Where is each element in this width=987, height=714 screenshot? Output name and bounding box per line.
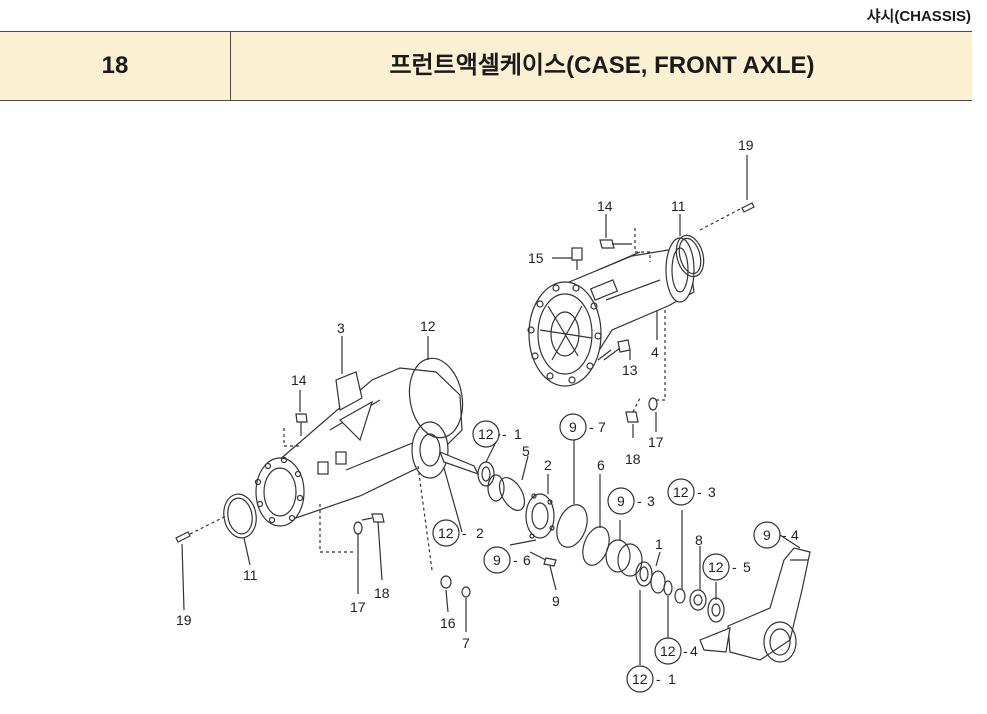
callout-9-7-num: 9 — [569, 419, 577, 435]
label-14-left: 14 — [291, 372, 307, 388]
callout-9-4-num: 9 — [763, 527, 771, 543]
callout-12-2-sub: 2 — [476, 525, 484, 541]
bolt-18-left — [361, 513, 385, 523]
label-6: 6 — [597, 457, 605, 473]
callout-12-5-sub: 5 — [743, 559, 751, 575]
callout-12-1b-num: 12 — [632, 671, 648, 687]
callout-12-1a-num: 12 — [478, 426, 494, 442]
callout-9-6-num: 9 — [493, 552, 501, 568]
label-16: 16 — [440, 615, 456, 631]
gasket-12 — [408, 357, 464, 439]
pinion-shaft — [438, 450, 480, 476]
callout-12-3-num: 12 — [673, 484, 689, 500]
label-3: 3 — [337, 320, 345, 336]
callout-circle-12-5 — [702, 553, 730, 581]
callout-12-1a-dash: - — [502, 426, 507, 442]
label-15: 15 — [528, 250, 544, 266]
exploded-parts-diagram: 19 14 11 15 4 13 18 17 3 12 14 12 - 1 9 … — [175, 137, 811, 693]
label-12: 12 — [420, 318, 436, 334]
pin-19-right — [699, 202, 755, 231]
bearing-12-1-lower — [650, 570, 666, 594]
right-axle-case — [527, 237, 695, 387]
label-19-right: 19 — [738, 137, 754, 153]
left-axle-case — [254, 367, 463, 527]
bolt-18-right — [625, 397, 641, 423]
washer-17-left — [353, 521, 363, 535]
label-11-left: 11 — [243, 567, 258, 583]
label-4: 4 — [651, 344, 659, 360]
callout-12-5-dash: - — [732, 559, 737, 575]
callout-circle-12-1b — [626, 665, 654, 693]
plug-16 — [440, 575, 452, 589]
label-1: 1 — [655, 536, 663, 552]
label-9: 9 — [552, 593, 560, 609]
label-18-right: 18 — [625, 451, 641, 467]
bolt-14-right — [599, 228, 651, 262]
label-11-right: 11 — [671, 198, 686, 214]
callout-circle-9-3 — [607, 487, 635, 515]
page-number: 18 — [0, 32, 231, 100]
callout-circle-9-7 — [559, 413, 587, 441]
bolt-9 — [529, 551, 557, 567]
callout-9-3-num: 9 — [617, 493, 625, 509]
knuckle-9-4 — [699, 547, 811, 663]
label-5: 5 — [522, 443, 530, 459]
header-bar: 18 프런트액셀케이스(CASE, FRONT AXLE) — [0, 31, 972, 101]
pin-19-left — [175, 515, 227, 543]
label-14-right: 14 — [597, 198, 613, 214]
callout-9-7-sub: 7 — [598, 419, 606, 435]
callout-12-2-num: 12 — [438, 525, 454, 541]
o-ring-11-left — [223, 493, 257, 539]
seal-12-3 — [674, 588, 686, 604]
callout-circle-12-3 — [667, 478, 695, 506]
page-title: 프런트액셀케이스(CASE, FRONT AXLE) — [389, 52, 815, 79]
plug-7 — [461, 586, 471, 598]
callout-9-3-sub: 3 — [647, 493, 655, 509]
label-17-right: 17 — [648, 434, 664, 450]
callout-9-6-dash: - — [513, 552, 518, 568]
section-label: 샤시(CHASSIS) — [866, 8, 971, 25]
nut-8 — [689, 589, 707, 611]
bearing-12-1-upper — [477, 461, 495, 487]
callout-12-4-dash: - — [683, 643, 688, 659]
callout-circle-12-4 — [654, 637, 682, 665]
callout-12-4-sub: 4 — [690, 643, 698, 659]
callout-12-1b-sub: 1 — [668, 671, 676, 687]
callout-12-3-dash: - — [697, 484, 702, 500]
o-ring-11-right — [675, 234, 705, 278]
callout-circle-9-6 — [483, 546, 511, 574]
bolt-14-left — [283, 413, 308, 447]
callout-9-3-dash: - — [637, 493, 642, 509]
washer-12-5 — [707, 597, 725, 623]
washer-17-right — [648, 310, 666, 411]
snap-ring-5 — [498, 477, 526, 511]
label-18-left: 18 — [374, 585, 390, 601]
label-2: 2 — [544, 457, 552, 473]
label-19-left: 19 — [176, 612, 192, 628]
label-8: 8 — [695, 532, 703, 548]
callout-9-7-dash: - — [589, 419, 594, 435]
callout-12-1b-dash: - — [656, 671, 661, 687]
callout-circle-12-1a — [472, 420, 500, 448]
bearing-1 — [635, 561, 653, 587]
callout-9-4-sub: 4 — [791, 527, 799, 543]
label-7: 7 — [462, 635, 470, 651]
label-13: 13 — [622, 362, 638, 378]
shim-9-7 — [556, 504, 588, 548]
collar-9-3 — [605, 539, 643, 577]
label-17-left: 17 — [350, 599, 366, 615]
plug-15 — [571, 247, 583, 270]
callout-12-4-num: 12 — [660, 643, 676, 659]
bearing-cap-2 — [525, 493, 555, 539]
callout-12-3-sub: 3 — [708, 484, 716, 500]
callout-9-6-sub: 6 — [523, 552, 531, 568]
callout-circle-12-2 — [432, 519, 460, 547]
callout-12-5-num: 12 — [708, 559, 724, 575]
callout-12-1a-sub: 1 — [514, 426, 522, 442]
callout-9-4-dash: - — [782, 527, 787, 543]
callout-circle-9-4 — [753, 521, 781, 549]
callout-12-2-dash: - — [462, 525, 467, 541]
